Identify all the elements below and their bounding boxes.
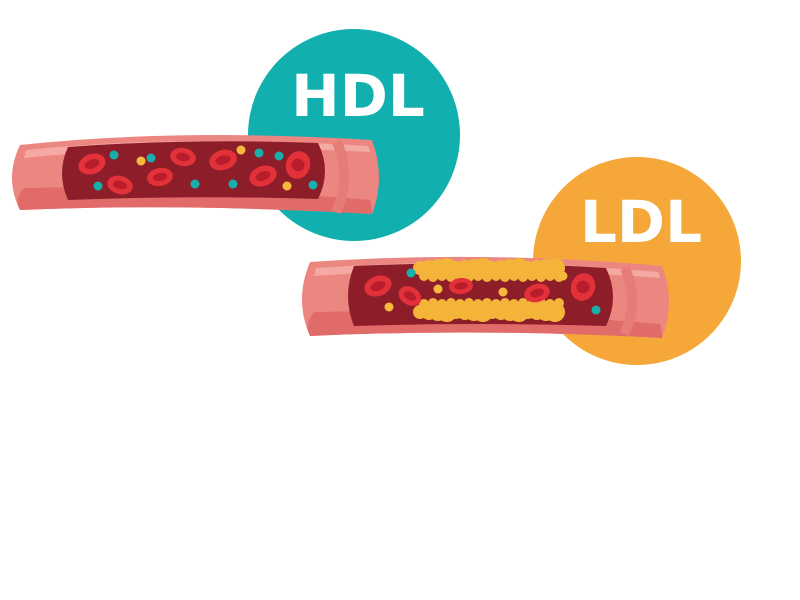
ldl-cells: [364, 268, 601, 315]
cholesterol-particle-yellow: [384, 302, 394, 312]
red-blood-cell-icon: [170, 147, 196, 167]
red-blood-cell-center: [113, 180, 127, 190]
red-blood-cell-center: [215, 155, 231, 165]
ldl-artery-icon: [302, 256, 669, 338]
hdl-label: HDL: [291, 62, 425, 130]
cholesterol-particle-teal: [308, 180, 318, 190]
cholesterol-particle-yellow: [282, 181, 292, 191]
hdl-cells: [78, 145, 318, 195]
cholesterol-particle-teal: [190, 179, 200, 189]
red-blood-cell-center: [152, 172, 168, 182]
cholesterol-particle-yellow: [558, 271, 568, 281]
red-blood-cell-icon: [209, 149, 237, 171]
red-blood-cell-icon: [364, 275, 392, 297]
red-blood-cell-icon: [147, 167, 173, 187]
cholesterol-particle-yellow: [498, 287, 508, 297]
red-blood-cell-center: [255, 171, 271, 181]
cholesterol-particle-teal: [274, 151, 284, 161]
hdl-vessel-rim: [331, 140, 350, 215]
red-blood-cell-center: [530, 288, 544, 298]
red-blood-cell-center: [403, 291, 417, 301]
red-blood-cell-icon: [78, 153, 106, 175]
ldl-label: LDL: [580, 188, 702, 256]
plaque-deposit: [554, 298, 564, 308]
cholesterol-particle-teal: [93, 181, 103, 191]
cholesterol-particle-teal: [406, 268, 416, 278]
red-blood-cell-center: [291, 158, 305, 172]
hdl-vessel-lumen: [62, 141, 325, 200]
red-blood-cell-icon: [107, 175, 133, 195]
red-blood-cell-center: [454, 282, 468, 290]
cholesterol-particle-teal: [228, 179, 238, 189]
cholesterol-particle-yellow: [136, 156, 146, 166]
red-blood-cell-icon: [285, 151, 311, 179]
ldl-group: LDL: [302, 157, 741, 365]
red-blood-cell-icon: [249, 165, 277, 187]
red-blood-cell-center: [175, 152, 191, 162]
cholesterol-particle-teal: [109, 150, 119, 160]
red-blood-cell-icon: [449, 277, 473, 295]
red-blood-cell-icon: [524, 283, 550, 303]
red-blood-cell-icon: [570, 273, 596, 301]
hdl-group: HDL: [12, 29, 460, 241]
cholesterol-particle-teal: [591, 305, 601, 315]
cholesterol-particle-yellow: [236, 145, 246, 155]
red-blood-cell-center: [576, 280, 590, 294]
cholesterol-particle-teal: [146, 153, 156, 163]
cholesterol-particle-yellow: [433, 284, 443, 294]
cholesterol-particle-teal: [254, 148, 264, 158]
red-blood-cell-icon: [398, 286, 422, 306]
red-blood-cell-center: [84, 159, 100, 169]
hdl-artery-icon: [12, 135, 379, 215]
ldl-plaque: [413, 258, 565, 322]
ldl-vessel-rim: [619, 265, 638, 337]
red-blood-cell-center: [370, 281, 386, 291]
